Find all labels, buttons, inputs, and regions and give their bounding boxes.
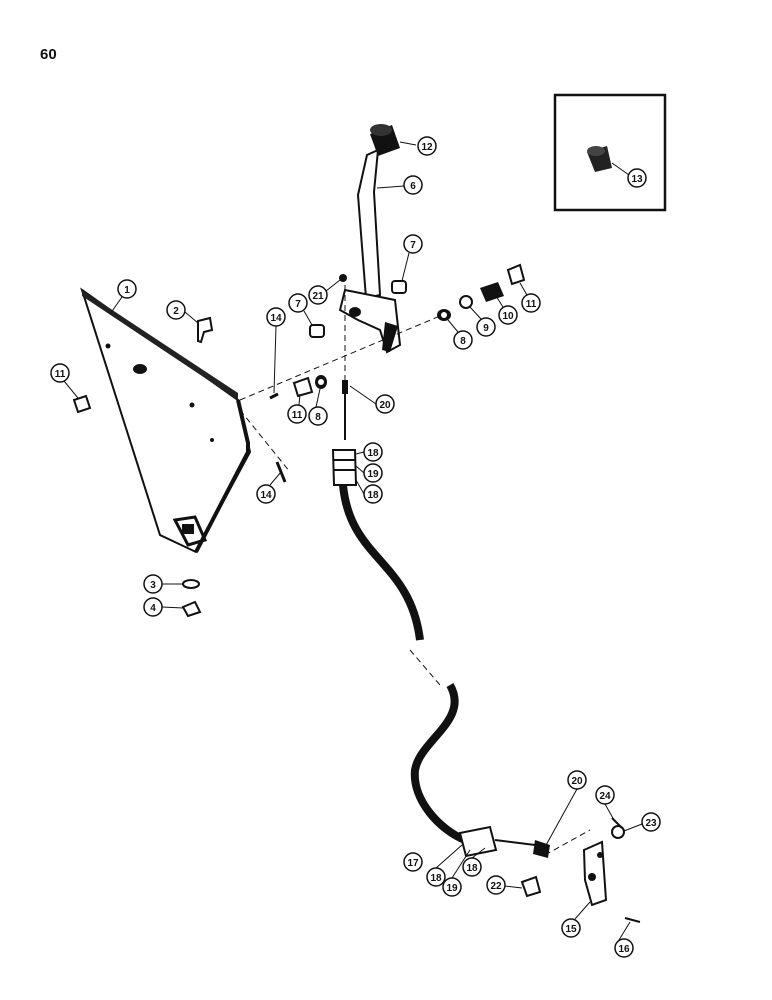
callout-19a: 19 xyxy=(363,463,383,483)
svg-text:10: 10 xyxy=(502,311,514,322)
callout-11c: 11 xyxy=(287,404,307,424)
control-cable xyxy=(331,380,550,858)
svg-text:4: 4 xyxy=(150,603,156,614)
svg-text:20: 20 xyxy=(571,776,583,787)
svg-text:7: 7 xyxy=(295,299,301,310)
callout-24: 24 xyxy=(595,785,615,805)
alignment-lines xyxy=(239,285,591,856)
callout-18d: 18 xyxy=(462,857,482,877)
svg-text:11: 11 xyxy=(292,410,303,421)
svg-text:14: 14 xyxy=(260,490,272,501)
shift-lever xyxy=(338,148,402,354)
callout-1: 1 xyxy=(117,279,137,299)
svg-text:15: 15 xyxy=(565,924,577,935)
callout-15: 15 xyxy=(561,918,581,938)
callout-18b: 18 xyxy=(363,484,383,504)
callout-22: 22 xyxy=(486,875,506,895)
svg-text:9: 9 xyxy=(483,323,489,334)
svg-text:19: 19 xyxy=(367,469,379,480)
callout-21: 21 xyxy=(308,285,328,305)
callout-11a: 11 xyxy=(521,293,541,313)
callout-9: 9 xyxy=(476,317,496,337)
svg-text:23: 23 xyxy=(645,818,657,829)
callout-18c: 18 xyxy=(426,867,446,887)
callout-20b: 20 xyxy=(567,770,587,790)
svg-text:18: 18 xyxy=(466,863,478,874)
callout-16: 16 xyxy=(614,938,634,958)
part-13-knob-detail xyxy=(587,146,630,176)
svg-text:12: 12 xyxy=(421,142,433,153)
cable-bracket xyxy=(520,817,641,923)
callout-6: 6 xyxy=(403,175,423,195)
svg-text:21: 21 xyxy=(312,291,324,302)
callout-4: 4 xyxy=(143,597,163,617)
leader-lines xyxy=(63,185,643,941)
svg-text:8: 8 xyxy=(315,412,321,423)
svg-text:24: 24 xyxy=(599,791,611,802)
callout-13: 13 xyxy=(627,168,647,188)
svg-text:18: 18 xyxy=(367,490,379,501)
callout-8b: 8 xyxy=(308,406,328,426)
callout-3: 3 xyxy=(143,574,163,594)
svg-text:2: 2 xyxy=(173,306,179,317)
svg-text:1: 1 xyxy=(124,285,130,296)
svg-text:14: 14 xyxy=(270,313,282,324)
svg-text:7: 7 xyxy=(410,240,416,251)
callout-14b: 14 xyxy=(256,484,276,504)
svg-text:18: 18 xyxy=(367,448,379,459)
svg-text:19: 19 xyxy=(446,883,458,894)
svg-text:13: 13 xyxy=(631,174,643,185)
svg-text:16: 16 xyxy=(618,944,630,955)
callout-11b: 11 xyxy=(50,363,70,383)
callout-7a: 7 xyxy=(403,234,423,254)
callout-12: 12 xyxy=(417,136,437,156)
svg-text:3: 3 xyxy=(150,580,156,591)
svg-text:11: 11 xyxy=(55,369,66,380)
callout-2: 2 xyxy=(166,300,186,320)
svg-text:20: 20 xyxy=(379,400,391,411)
callout-10: 10 xyxy=(498,305,518,325)
svg-text:22: 22 xyxy=(490,881,502,892)
svg-text:6: 6 xyxy=(410,181,416,192)
lever-knob xyxy=(370,124,417,156)
callout-7b: 7 xyxy=(288,293,308,313)
callout-14a: 14 xyxy=(266,307,286,327)
mounting-plate xyxy=(80,287,252,554)
svg-text:11: 11 xyxy=(526,299,537,310)
callout-8a: 8 xyxy=(453,330,473,350)
callout-23: 23 xyxy=(641,812,661,832)
svg-text:17: 17 xyxy=(407,858,419,869)
callout-18a: 18 xyxy=(363,442,383,462)
hardware-parts xyxy=(72,263,526,618)
callout-17: 17 xyxy=(403,852,423,872)
inset-box xyxy=(553,93,667,212)
svg-text:18: 18 xyxy=(430,873,442,884)
callout-20a: 20 xyxy=(375,394,395,414)
svg-text:8: 8 xyxy=(460,336,466,347)
callout-19b: 19 xyxy=(442,877,462,897)
page-number: 60 xyxy=(40,46,57,63)
